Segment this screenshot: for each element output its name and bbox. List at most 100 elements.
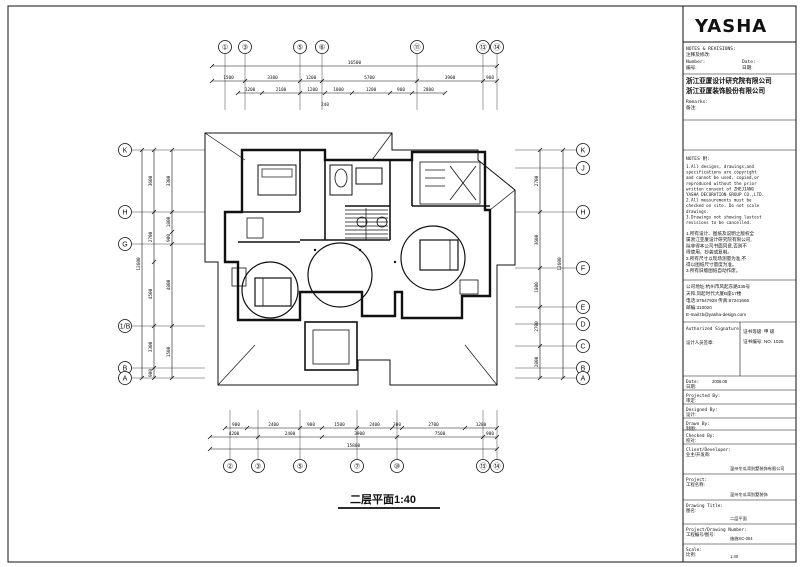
grid-bubble-bottom: ⑭ xyxy=(490,459,504,473)
svg-text:K: K xyxy=(123,148,128,155)
grid-bubble-left: A xyxy=(118,371,132,385)
company-address: 公司地址:杭州市风起东路335号天和.凤起时代大厦B座17楼电话:8754792… xyxy=(686,283,750,317)
remarks-label-cn: 备注: xyxy=(686,104,696,111)
svg-text:⑭: ⑭ xyxy=(494,44,501,52)
floor-plan xyxy=(204,132,516,386)
dimension-label: 15800 xyxy=(347,443,361,449)
dimension-label: 1200 xyxy=(366,87,377,93)
address-line: 邮编:310020 xyxy=(686,304,712,311)
dimension-label: 2400 xyxy=(285,431,296,437)
svg-text:A: A xyxy=(581,376,586,383)
grid-bubble-bottom: ③ xyxy=(251,459,265,473)
svg-text:H: H xyxy=(580,210,585,217)
note-line-cn: 2.所有尺寸以现场测量为准,不 xyxy=(686,255,747,262)
note-line-cn: 除非得本公司书面同意,否则不 xyxy=(686,242,747,249)
row-value: 温州冬瓜湾别墅装饰 xyxy=(730,491,768,498)
row-label-cn: 业主/开发商: xyxy=(686,451,710,458)
grid-bubble-bottom: ⑩ xyxy=(390,459,404,473)
row-label-cn: 工程编号/图号: xyxy=(686,531,715,538)
row-value: 温州冬瓜湾别墅装饰有限公司 xyxy=(730,465,784,472)
row-label-en: Projected By: xyxy=(686,393,720,399)
grid-bubble-top: ⑬ xyxy=(476,40,490,54)
grid-bubble-bottom: ⑤ xyxy=(293,459,307,473)
svg-text:①: ① xyxy=(222,44,228,52)
svg-text:E: E xyxy=(581,305,586,312)
dimension-label: 900 xyxy=(232,422,240,428)
row-label-cn: 制图: xyxy=(686,425,696,432)
grid-bubble-left: H xyxy=(118,205,132,219)
row-value: 施施SC-004 xyxy=(730,535,753,542)
grid-bubble-left: 1/B xyxy=(118,319,132,333)
dimension-label: 1200 xyxy=(306,75,317,81)
grid-bubble-top: ③ xyxy=(238,40,252,54)
dimension-label: 3600 xyxy=(534,234,540,245)
row-label-en: Date: xyxy=(686,379,699,385)
note-line-en: reproduced without the prior xyxy=(686,181,757,186)
date-label-en: Date: xyxy=(742,59,756,65)
note-line-en: written consent of ZHEJIANG xyxy=(686,186,755,191)
note-line-en: specifications are copyright xyxy=(686,170,757,175)
dimension-label: 1200 xyxy=(476,422,487,428)
company-name-2: 浙江亚厦装饰股份有限公司 xyxy=(686,86,765,95)
grid-bubble-right: C xyxy=(576,339,590,353)
drawing-title: 二层平面1:40 xyxy=(350,493,416,506)
number-label-en: Number: xyxy=(686,59,705,65)
dimension-label: 1800 xyxy=(333,87,344,93)
note-line-en: 3.Drawings not showing lastest xyxy=(686,214,762,219)
dimension-label: 1500 xyxy=(334,422,345,428)
svg-text:⑭: ⑭ xyxy=(494,463,501,471)
company-name-1: 浙江亚厦设计研究院有限公司 xyxy=(686,76,772,85)
svg-text:⑤: ⑤ xyxy=(297,44,303,52)
dimension-label: 900 xyxy=(307,422,315,428)
grid-bubble-top: ⑤ xyxy=(293,40,307,54)
auth-label-en: Authorized Signature: xyxy=(686,326,742,332)
svg-text:C: C xyxy=(580,344,585,351)
dimension-label: 12600 xyxy=(136,257,142,271)
dimension-label: 1800 xyxy=(166,216,172,227)
svg-text:F: F xyxy=(581,266,585,273)
note-line-cn: 3.所有旧版图纸自动作废。 xyxy=(686,267,740,274)
note-line-en: YASHA DECORATION GROUP CO.,LTD. xyxy=(686,192,764,197)
dimension-label: 900 xyxy=(148,369,154,377)
dimension-label: 240 xyxy=(321,102,329,108)
dimension-label: 12600 xyxy=(557,257,563,271)
dimension-label: 1500 xyxy=(166,346,172,357)
row-label-en: Checked By: xyxy=(686,433,715,439)
grid-bubble-right: D xyxy=(576,317,590,331)
dimension-label: 2400 xyxy=(268,422,279,428)
address-line: 电话:87547928 传真:87241666 xyxy=(686,297,750,304)
row-label-cn: 日期: xyxy=(686,384,696,390)
row-label-cn: 校对: xyxy=(686,437,696,444)
dimension-label: 900 xyxy=(397,87,405,93)
svg-text:A: A xyxy=(123,376,128,383)
dimension-label: 3900 xyxy=(354,431,365,437)
svg-text:③: ③ xyxy=(242,44,248,52)
grid-bubble-right: J xyxy=(576,161,590,175)
svg-text:③: ③ xyxy=(255,463,261,471)
dimension-label: 2700 xyxy=(534,321,540,332)
grid-bubble-bottom: ⑦ xyxy=(350,459,364,473)
grid-bubble-right: E xyxy=(576,300,590,314)
svg-text:②: ② xyxy=(227,463,233,471)
grid-bubble-right: A xyxy=(576,371,590,385)
address-line: 天和.凤起时代大厦B座17楼 xyxy=(686,290,742,297)
svg-text:D: D xyxy=(580,322,585,329)
dimension-label: 300 xyxy=(393,422,401,428)
company-logo: YASHA xyxy=(694,16,767,37)
notes-english: 1.All designs, drawings,andspecification… xyxy=(686,164,764,225)
dimension-label: 3300 xyxy=(267,75,278,81)
row-label-en: Drawing Title: xyxy=(686,503,723,509)
svg-text:⑦: ⑦ xyxy=(354,463,360,471)
dimension-label: 2800 xyxy=(423,87,434,93)
note-line-cn: 属浙江亚厦设计研究院有限公司, xyxy=(686,236,752,243)
grid-bubble-right: K xyxy=(576,143,590,157)
row-label-en: Client/Developer: xyxy=(686,447,731,453)
svg-text:B: B xyxy=(581,366,586,373)
number-label-cn: 编号: xyxy=(686,64,696,71)
grid-bubble-top: ⑥ xyxy=(315,40,329,54)
dimension-label: 2700 xyxy=(428,422,439,428)
